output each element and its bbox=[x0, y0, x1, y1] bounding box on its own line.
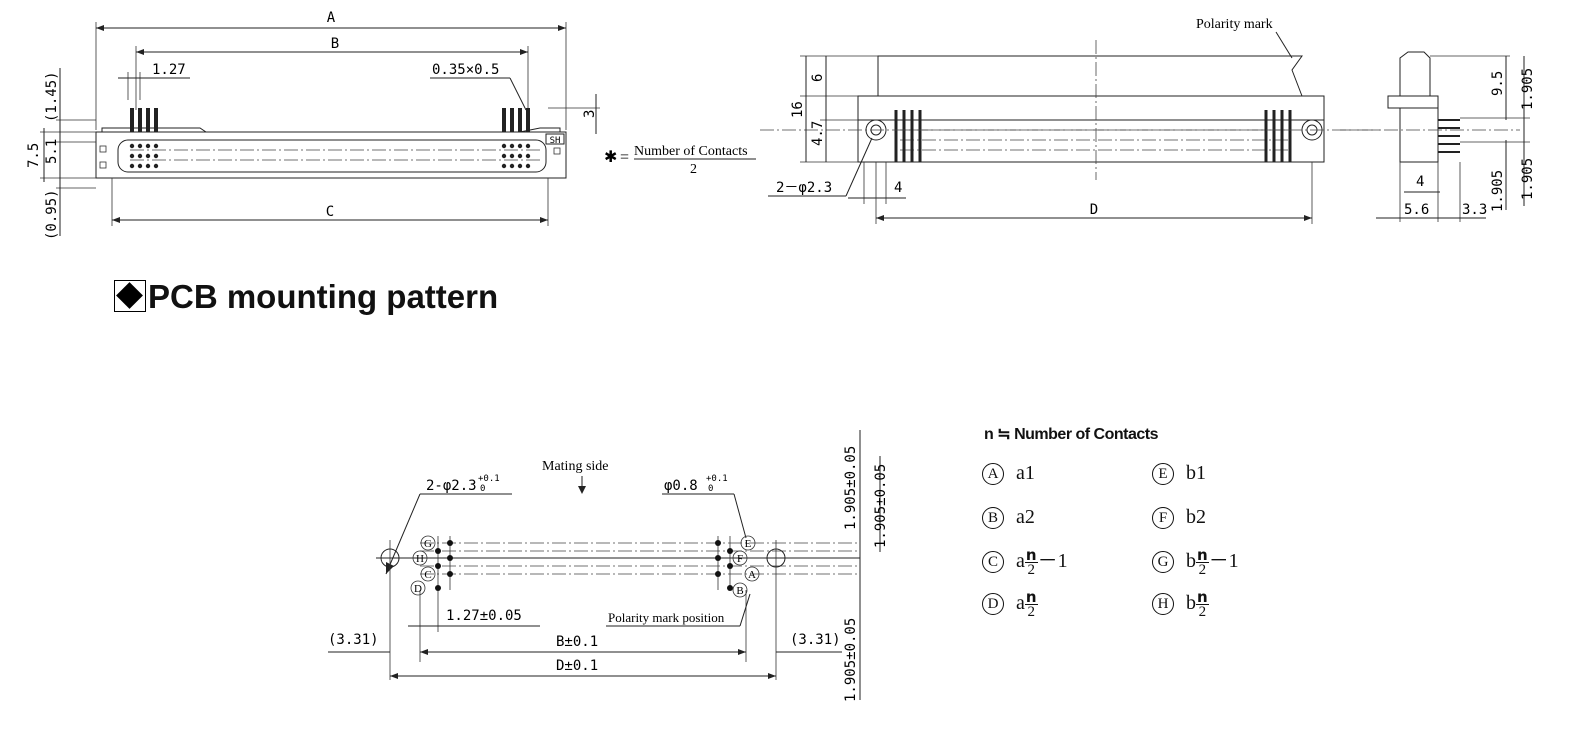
dim-56-label: 5.6 bbox=[1404, 202, 1429, 218]
pcb-letter-F: F bbox=[737, 553, 743, 565]
dim-1905-outer: 1.905 bbox=[1490, 170, 1506, 212]
star-mark: ✱ bbox=[604, 149, 617, 166]
pcb-right-331: (3.31) bbox=[790, 632, 841, 648]
pcb-letter-G: G bbox=[424, 538, 432, 550]
dim-1905-bottom: 1.905 bbox=[1520, 158, 1536, 200]
dim-D-label: D bbox=[1090, 202, 1098, 218]
dim-6-label: 6 bbox=[810, 74, 826, 82]
pcb-letter-D: D bbox=[414, 583, 422, 595]
top-view: Polarity mark 6 16 4.7 2－φ2.3 bbox=[760, 17, 1380, 224]
contacts-numerator: Number of Contacts bbox=[634, 144, 748, 159]
dim-pitch-label: 1.27 bbox=[152, 62, 186, 78]
pcb-pitch-label: 1.27±0.05 bbox=[446, 608, 522, 624]
dim-16-label: 16 bbox=[790, 101, 806, 118]
hole2-tol-zero: 0 bbox=[480, 484, 485, 494]
polarity-mark-label: Polarity mark bbox=[1196, 17, 1273, 32]
pcb-letter-H: H bbox=[416, 553, 424, 565]
pcb-heading: PCB mounting pattern bbox=[114, 278, 498, 316]
pcb-v3: 1.905±0.05 bbox=[843, 618, 859, 702]
pcb-heading-text: PCB mounting pattern bbox=[148, 278, 499, 315]
diamond-bullet-icon bbox=[114, 280, 146, 312]
dim-1905-top: 1.905 bbox=[1520, 68, 1536, 110]
dim-51-label: 5.1 bbox=[44, 139, 60, 164]
dim-95-label: 9.5 bbox=[1490, 71, 1506, 96]
pcb-letter-E: E bbox=[745, 538, 752, 550]
front-view: A B 1.27 0.35×0.5 3 bbox=[26, 10, 756, 240]
dim-4-right: 4 bbox=[1416, 174, 1424, 190]
dim-47-label: 4.7 bbox=[810, 121, 826, 146]
pcb-B-label: B±0.1 bbox=[556, 634, 598, 650]
pcb-left-331: (3.31) bbox=[328, 632, 379, 648]
dim-75-label: 7.5 bbox=[26, 143, 42, 168]
dim-B-label: B bbox=[331, 36, 339, 52]
dim-145-label: (1.45) bbox=[44, 71, 60, 122]
dim-095-label: (0.95) bbox=[44, 189, 60, 240]
hole2-callout: 2-φ2.3 bbox=[426, 478, 477, 494]
contacts-denominator: 2 bbox=[690, 162, 697, 177]
hole08-tol-zero: 0 bbox=[708, 484, 713, 494]
pcb-pattern: Mating side 2-φ2.3 +0.1 0 φ0.8 +0.1 0 bbox=[328, 430, 889, 702]
pcb-v1: 1.905±0.05 bbox=[843, 446, 859, 530]
dim-pin-label: 0.35×0.5 bbox=[432, 62, 499, 78]
dim-C-label: C bbox=[326, 204, 334, 220]
hole2-tol-plus: +0.1 bbox=[478, 474, 500, 484]
end-view: 9.5 1.905 1.905 1.905 4 5.6 3.3 bbox=[1340, 51, 1536, 222]
hole08-tol-plus: +0.1 bbox=[706, 474, 728, 484]
dim-4-label: 4 bbox=[894, 180, 902, 196]
equals-mark: = bbox=[620, 149, 629, 166]
sh-mark: SH bbox=[550, 136, 561, 146]
pcb-letter-C: C bbox=[424, 569, 431, 581]
pcb-letter-B: B bbox=[736, 585, 743, 597]
polarity-position-label: Polarity mark position bbox=[608, 610, 725, 625]
dim-33-label: 3.3 bbox=[1462, 202, 1487, 218]
hole08-callout: φ0.8 bbox=[664, 478, 698, 494]
mating-side-label: Mating side bbox=[542, 459, 609, 474]
dim-3-label: 3 bbox=[582, 110, 598, 118]
hole-callout: 2－φ2.3 bbox=[776, 180, 832, 196]
pcb-D-label: D±0.1 bbox=[556, 658, 598, 674]
pcb-letter-A: A bbox=[748, 569, 756, 581]
dim-A-label: A bbox=[327, 10, 336, 26]
legend-title: n ≒ Number of Contacts bbox=[984, 426, 1158, 443]
pcb-v2: 1.905±0.05 bbox=[873, 464, 889, 548]
